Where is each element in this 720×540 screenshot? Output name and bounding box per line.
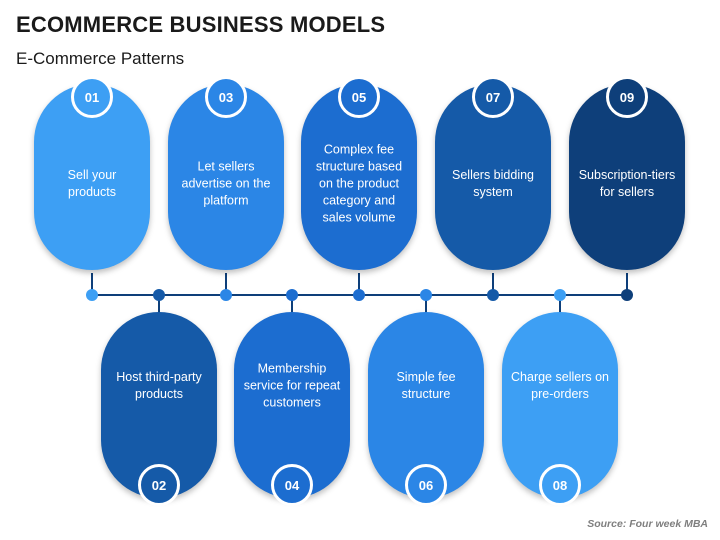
card-text: Membership service for repeat customers <box>243 361 341 410</box>
timeline-dot-04 <box>286 289 298 301</box>
model-card-04: 04 Membership service for repeat custome… <box>234 312 350 506</box>
card-text: Charge sellers on pre-orders <box>511 370 609 402</box>
model-card-05: 05 Complex fee structure based on the pr… <box>301 76 417 270</box>
step-number-badge: 01 <box>71 76 113 118</box>
page-subtitle: E-Commerce Patterns <box>16 49 185 68</box>
timeline-dot-05 <box>353 289 365 301</box>
card-text: Sell your products <box>67 168 117 200</box>
step-number-badge: 06 <box>405 464 447 506</box>
card-text: Let sellers advertise on the platform <box>181 159 271 208</box>
step-number-badge: 08 <box>539 464 581 506</box>
model-card-01: 01 Sell your products <box>34 76 150 270</box>
card-text: Host third-party products <box>116 370 202 402</box>
card-text: Sellers bidding system <box>452 168 534 200</box>
step-number-badge: 05 <box>338 76 380 118</box>
step-number-badge: 03 <box>205 76 247 118</box>
card-text: Subscription-tiers for sellers <box>578 168 676 200</box>
step-number-badge: 07 <box>472 76 514 118</box>
timeline-dot-08 <box>554 289 566 301</box>
timeline-dot-09 <box>621 289 633 301</box>
timeline-dot-07 <box>487 289 499 301</box>
model-card-03: 03 Let sellers advertise on the platform <box>168 76 284 270</box>
timeline-dot-02 <box>153 289 165 301</box>
source-note: Source: Four week MBA <box>587 518 708 530</box>
model-card-09: 09 Subscription-tiers for sellers <box>569 76 685 270</box>
card-text: Complex fee structure based on the produ… <box>315 142 403 225</box>
step-number-badge: 09 <box>606 76 648 118</box>
page-title: ECOMMERCE BUSINESS MODELS <box>16 12 386 37</box>
timeline-dot-06 <box>420 289 432 301</box>
timeline-dot-03 <box>220 289 232 301</box>
timeline-dot-01 <box>86 289 98 301</box>
model-card-02: 02 Host third-party products <box>101 312 217 506</box>
model-card-08: 08 Charge sellers on pre-orders <box>502 312 618 506</box>
model-card-06: 06 Simple fee structure <box>368 312 484 506</box>
step-number-badge: 04 <box>271 464 313 506</box>
card-text: Simple fee structure <box>396 370 456 402</box>
model-card-07: 07 Sellers bidding system <box>435 76 551 270</box>
step-number-badge: 02 <box>138 464 180 506</box>
